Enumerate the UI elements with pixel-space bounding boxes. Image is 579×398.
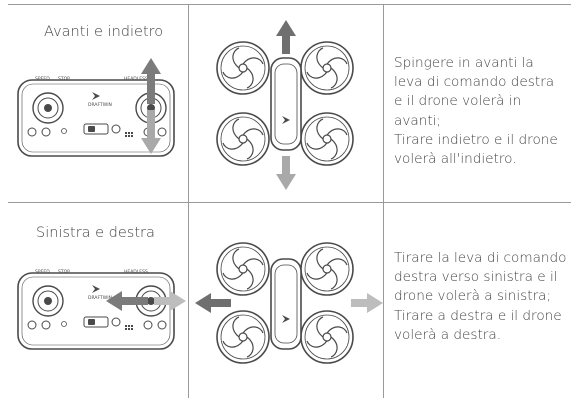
headless-label: HEADLESS <box>124 269 148 275</box>
instruction-table: Avanti e indietro SPEED STOP HEADLESS DR… <box>8 4 571 398</box>
stop-label: STOP <box>58 269 70 275</box>
table-divider-horizontal <box>8 202 571 203</box>
forward-arrow-icon <box>141 58 161 104</box>
controller-illustration: SPEED STOP HEADLESS DRAFTWIN <box>17 58 175 157</box>
brand-label: DRAFTWIN <box>88 102 112 108</box>
row-2-controller-cell: Sinistra e destra SPEED STOP HEADLESS DR… <box>8 203 188 398</box>
left-arrow-icon <box>106 291 148 311</box>
row-1-description-cell: Spingere in avanti la leva di comando de… <box>384 4 571 202</box>
row-1-controller-cell: Avanti e indietro SPEED STOP HEADLESS DR… <box>8 4 188 202</box>
table-divider-vertical-2 <box>383 4 384 398</box>
drone-left-arrow-icon <box>195 293 231 313</box>
drone-illustration <box>216 20 354 190</box>
backward-arrow-icon <box>141 110 161 154</box>
table-border-top <box>8 4 571 5</box>
row-2-description: Tirare la leva di comando destra verso s… <box>394 250 567 343</box>
row-2-drone-cell <box>189 203 383 398</box>
right-arrow-icon <box>154 291 186 311</box>
drone-right-arrow-icon <box>351 293 383 313</box>
stop-label: STOP <box>58 76 70 82</box>
controller-illustration: SPEED STOP HEADLESS DRAFTWIN <box>17 269 186 350</box>
headless-label: HEADLESS <box>124 76 148 82</box>
row-2-description-cell: Tirare la leva di comando destra verso s… <box>384 203 571 398</box>
row-2-title: Sinistra e destra <box>36 225 155 241</box>
drone-backward-arrow-icon <box>276 156 296 190</box>
row-1-title: Avanti e indietro <box>44 24 164 40</box>
table-divider-vertical-1 <box>188 4 189 398</box>
row-1-description: Spingere in avanti la leva di comando de… <box>394 55 558 168</box>
drone-illustration <box>195 242 383 364</box>
speed-label: SPEED <box>35 269 50 275</box>
brand-label: DRAFTWIN <box>88 295 112 301</box>
row-1-drone-cell <box>189 4 383 202</box>
speed-label: SPEED <box>35 76 50 82</box>
drone-forward-arrow-icon <box>276 20 296 54</box>
